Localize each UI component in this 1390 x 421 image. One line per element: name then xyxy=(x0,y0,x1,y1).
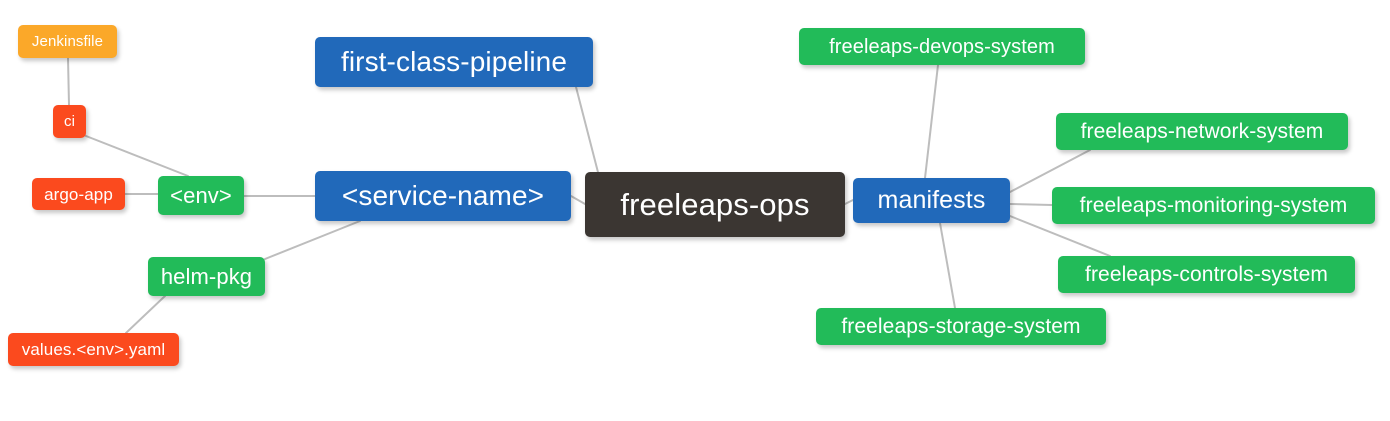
edge-ci-to-jenkinsfile xyxy=(67,57,70,106)
node-first-class-pipeline[interactable]: first-class-pipeline xyxy=(315,37,593,87)
edge-manifests-to-freeleaps-devops-system xyxy=(924,64,939,179)
node-service-name[interactable]: <service-name> xyxy=(315,171,571,221)
node-freeleaps-network-system[interactable]: freeleaps-network-system xyxy=(1056,113,1348,150)
edge-manifests-to-freeleaps-network-system xyxy=(1009,149,1091,193)
node-argo-app[interactable]: argo-app xyxy=(32,178,125,210)
node-manifests[interactable]: manifests xyxy=(853,178,1010,223)
edge-freeleaps-ops-to-service-name xyxy=(570,195,586,205)
edge-env-to-ci xyxy=(85,135,189,177)
node-values-yaml[interactable]: values.<env>.yaml xyxy=(8,333,179,366)
node-freeleaps-controls-system[interactable]: freeleaps-controls-system xyxy=(1058,256,1355,293)
node-freeleaps-monitoring-system[interactable]: freeleaps-monitoring-system xyxy=(1052,187,1375,224)
edge-helm-pkg-to-values-yaml xyxy=(125,295,166,334)
edge-manifests-to-freeleaps-storage-system xyxy=(939,222,956,309)
node-ci[interactable]: ci xyxy=(53,105,86,138)
edge-manifests-to-freeleaps-monitoring-system xyxy=(1009,203,1053,206)
node-freeleaps-ops[interactable]: freeleaps-ops xyxy=(585,172,845,237)
edge-freeleaps-ops-to-manifests xyxy=(844,199,854,205)
node-freeleaps-devops-system[interactable]: freeleaps-devops-system xyxy=(799,28,1085,65)
node-helm-pkg[interactable]: helm-pkg xyxy=(148,257,265,296)
edge-freeleaps-ops-to-first-class-pipeline xyxy=(575,86,601,181)
node-freeleaps-storage-system[interactable]: freeleaps-storage-system xyxy=(816,308,1106,345)
node-jenkinsfile[interactable]: Jenkinsfile xyxy=(18,25,117,58)
edge-service-name-to-helm-pkg xyxy=(264,220,361,260)
node-env[interactable]: <env> xyxy=(158,176,244,215)
